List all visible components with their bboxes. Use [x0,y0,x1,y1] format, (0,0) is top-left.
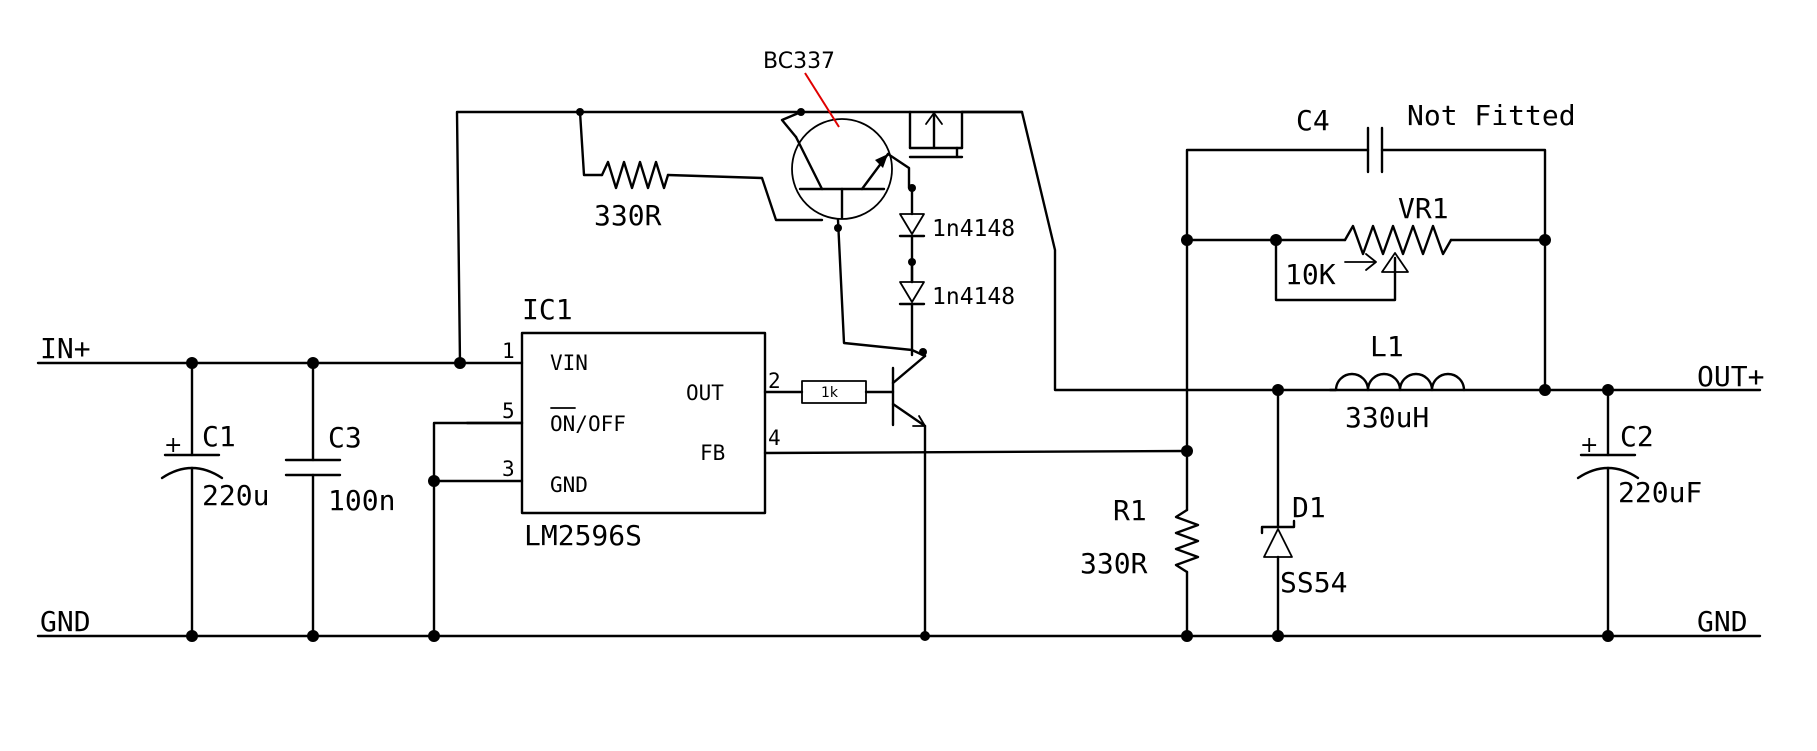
l1-ref: L1 [1370,330,1404,363]
p-mosfet [908,110,1544,392]
ic1-pin-on-overbar-text: ON [550,412,575,436]
ic1-pin-on-off: ON/OFF [550,412,626,436]
diode-1n4148-lower [898,260,926,352]
vr1-ref: VR1 [1398,192,1449,225]
resistor-330r-top [578,110,824,222]
d1-ref: D1 [1292,491,1326,524]
ic1-pin-5-number: 5 [502,399,515,423]
c1-ref: C1 [202,420,236,453]
ic1-pin-fb: FB [700,441,725,465]
capacitor-c1: + [160,361,224,638]
c1-polarity-mark: + [164,433,182,458]
l1-value: 330uH [1345,401,1429,434]
bc337-to-npn-wire [836,218,927,358]
bc337-label-leader [804,72,840,128]
c1-value: 220u [202,479,269,512]
junction-dots [186,108,1614,642]
r1-value: 330R [1080,547,1148,580]
r-top-value: 330R [594,199,662,232]
ic1-pin-off-text: /OFF [575,412,626,436]
diode-d1-ss54 [1260,388,1296,638]
c2-value: 220uF [1618,476,1702,509]
diode-lower-label: 1n4148 [932,284,1015,310]
ic1-pin-gnd: GND [550,473,588,497]
r1-ref: R1 [1113,494,1147,527]
r-base-value: 1k [821,385,839,401]
capacitor-c3 [284,361,342,638]
net-label-out-plus: OUT+ [1697,360,1764,393]
net-label-gnd-left: GND [40,605,91,638]
inductor-l1 [1328,372,1466,392]
ic1-pin-3-number: 3 [502,457,515,481]
ic1-pin-vin: VIN [550,351,588,375]
net-label-in-plus: IN+ [40,332,91,365]
capacitor-c4 [1185,126,1547,453]
ic1-pin-out: OUT [686,381,724,405]
npn-transistor [891,354,927,638]
c4-ref: C4 [1296,104,1330,137]
c4-note: Not Fitted [1407,99,1576,132]
c3-ref: C3 [328,421,362,454]
ic1-lm2596s [432,331,767,638]
c2-polarity-mark: + [1580,433,1598,458]
ic1-pin-4-number: 4 [768,426,781,450]
net-label-gnd-right: GND [1697,605,1748,638]
input-rail [36,110,1024,365]
ic1-pin-2-number: 2 [768,369,781,393]
ic1-pin-1-number: 1 [502,339,515,363]
ic1-part: LM2596S [524,519,642,552]
vr1-value: 10K [1285,258,1336,291]
ic1-ref: IC1 [522,293,573,326]
bc337-transistor [780,110,911,220]
diode-upper-label: 1n4148 [932,216,1015,242]
fb-wire [763,449,1189,455]
potentiometer-vr1 [1185,224,1547,302]
c3-value: 100n [328,484,395,517]
d1-part: SS54 [1280,566,1347,599]
capacitor-c2: + [1576,388,1640,638]
bc337-label: BC337 [763,49,835,74]
resistor-1k [763,380,895,404]
resistor-r1 [1174,449,1200,638]
c2-ref: C2 [1620,420,1654,453]
